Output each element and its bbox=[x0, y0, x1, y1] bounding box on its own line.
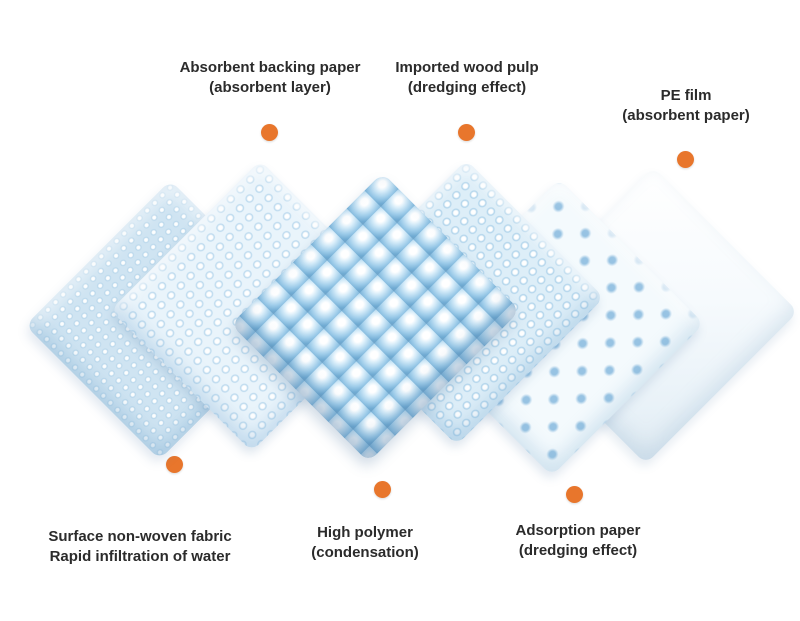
callout-label-line: Imported wood pulp bbox=[395, 59, 539, 76]
callout-pe-film: PE film (absorbent paper) bbox=[596, 86, 776, 127]
callout-label-line: PE film bbox=[660, 87, 712, 104]
marker-dot-imported-wood-pulp bbox=[458, 124, 475, 141]
callout-adsorption-paper: Adsorption paper (dredging effect) bbox=[484, 521, 672, 562]
callout-imported-wood-pulp: Imported wood pulp (dredging effect) bbox=[372, 58, 562, 99]
callout-label-line: Adsorption paper bbox=[515, 522, 641, 539]
callout-label-line: (dredging effect) bbox=[518, 542, 638, 560]
callout-label-line: (condensation) bbox=[311, 544, 419, 562]
callout-absorbent-backing-paper: Absorbent backing paper (absorbent layer… bbox=[158, 58, 382, 99]
callout-surface-non-woven-fabric: Surface non-woven fabric Rapid infiltrat… bbox=[28, 527, 252, 568]
marker-dot-surface-non-woven-fabric bbox=[166, 456, 183, 473]
marker-dot-pe-film bbox=[677, 151, 694, 168]
marker-dot-absorbent-backing-paper bbox=[261, 124, 278, 141]
marker-dot-adsorption-paper bbox=[566, 486, 583, 503]
marker-dot-high-polymer bbox=[374, 481, 391, 498]
callout-label-line: (absorbent layer) bbox=[209, 79, 331, 97]
callout-label-line: Absorbent backing paper bbox=[179, 59, 361, 76]
callout-label-line: Rapid infiltration of water bbox=[49, 548, 231, 566]
callout-label-line: High polymer bbox=[317, 524, 413, 541]
callout-label-line: Surface non-woven fabric bbox=[48, 528, 232, 545]
callout-label-line: (dredging effect) bbox=[407, 79, 527, 97]
callout-label-line: (absorbent paper) bbox=[622, 107, 750, 125]
callout-high-polymer: High polymer (condensation) bbox=[272, 523, 458, 564]
